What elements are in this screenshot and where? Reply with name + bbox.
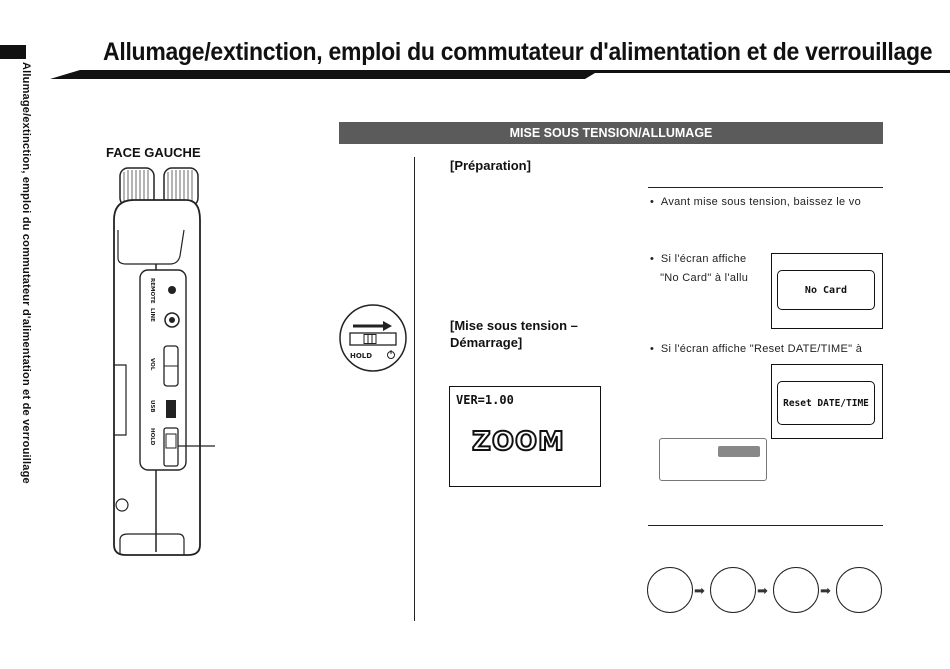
note-item: • Si l'écran affiche "No Card" à l'allu (650, 253, 749, 284)
button-illustration (659, 438, 767, 481)
device-label-usb: USB (149, 400, 155, 413)
note-item: • Avant mise sous tension, baissez le vo (650, 196, 862, 208)
device-label-remote: REMOTE (149, 278, 155, 304)
title-underline (50, 70, 950, 79)
recorder-illustration: REMOTE LINE VOL USB HOLD (113, 167, 215, 556)
no-card-screen: No Card (771, 253, 883, 329)
page-title: Allumage/extinction, emploi du commutate… (103, 38, 933, 66)
section-title-bar: MISE SOUS TENSION/ALLUMAGE (339, 122, 883, 144)
flow-step-circle (773, 567, 819, 613)
note-item: • Si l'écran affiche "Reset DATE/TIME" à (650, 343, 863, 355)
button-badge (718, 446, 760, 457)
hold-switch-label: HOLD (350, 352, 372, 360)
boot-version-text: VER=1.00 (456, 393, 514, 407)
hold-switch-callout: HOLD (339, 304, 407, 372)
flow-step-circle (836, 567, 882, 613)
device-label-hold: HOLD (149, 428, 155, 446)
side-tab: Allumage/extinction, emploi du commutate… (8, 62, 32, 572)
flow-arrow-icon: ➡ (694, 583, 705, 598)
reset-datetime-screen: Reset DATE/TIME (771, 364, 883, 439)
note-text: Avant mise sous tension, baissez le vo (660, 196, 862, 208)
face-label: FACE GAUCHE (106, 145, 201, 160)
device-label-vol: VOL (149, 358, 155, 371)
notes-bottom-rule (648, 525, 883, 526)
reset-datetime-text: Reset DATE/TIME (777, 381, 875, 425)
column-divider (414, 157, 415, 621)
zoom-logo: ZOOM (472, 429, 565, 453)
flow-step-circle (710, 567, 756, 613)
note-text: "No Card" à l'allu (660, 272, 749, 284)
device-label-line: LINE (149, 308, 155, 322)
note-text: Si l'écran affiche "Reset DATE/TIME" à (660, 343, 863, 355)
svg-text:ZOOM: ZOOM (472, 429, 565, 453)
flow-arrow-icon: ➡ (820, 583, 831, 598)
note-text: Si l'écran affiche (660, 253, 747, 265)
boot-lcd-screen: VER=1.00 ZOOM (449, 386, 601, 487)
flow-step-circle (647, 567, 693, 613)
notes-top-rule (648, 187, 883, 188)
flow-arrow-icon: ➡ (757, 583, 768, 598)
no-card-text: No Card (777, 270, 875, 310)
header-corner-block (0, 45, 26, 59)
startup-label: [Mise sous tension – Démarrage] (450, 318, 578, 350)
side-tab-text: Allumage/extinction, emploi du commutate… (20, 62, 32, 484)
preparation-label: [Préparation] (450, 158, 531, 173)
